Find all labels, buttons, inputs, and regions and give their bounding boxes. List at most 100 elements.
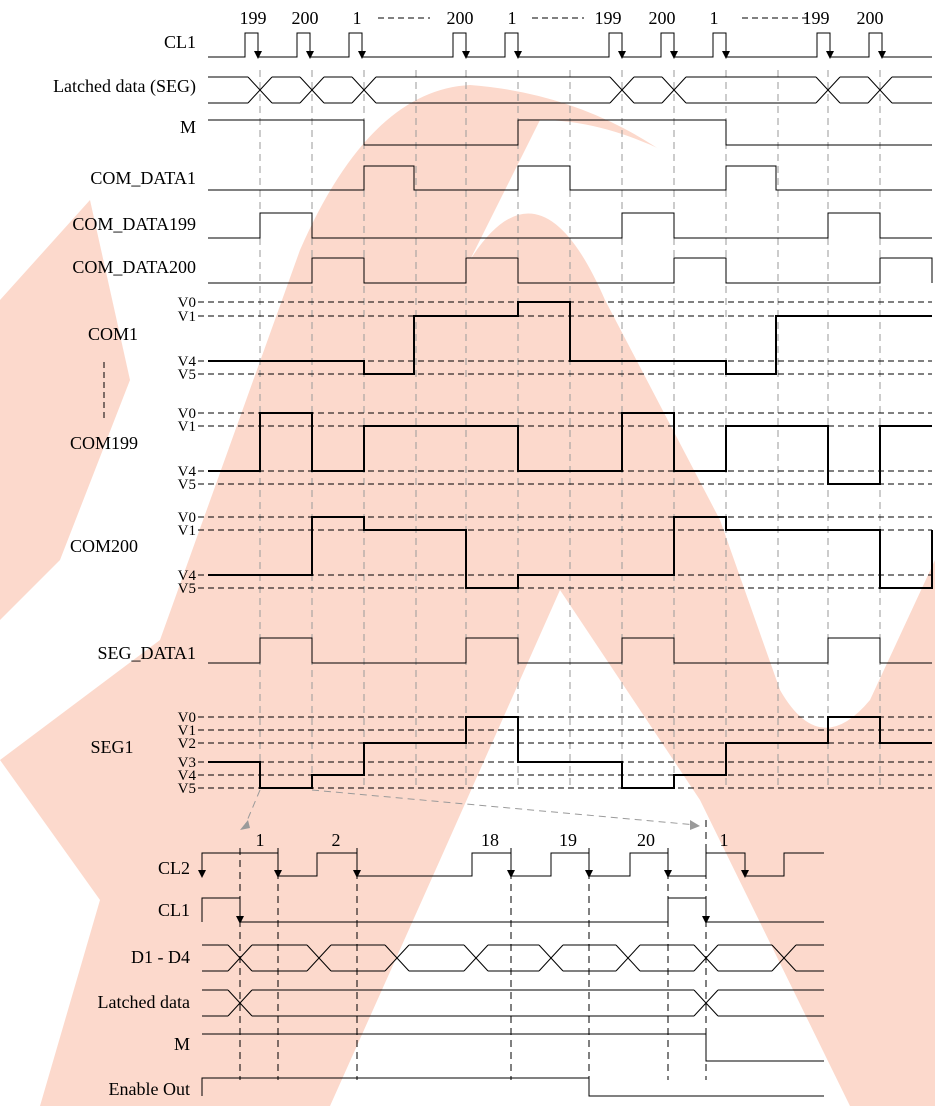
com200-waveform (208, 516, 933, 589)
row-label: CL1 (164, 32, 196, 52)
cl2-edge-arrow (664, 870, 672, 878)
cl2-count-label: 19 (559, 830, 577, 850)
cl1-count-label: 199 (240, 8, 267, 28)
com1-level-label: V1 (178, 309, 196, 325)
row-label: COM200 (70, 536, 138, 556)
cl1-latch-arrow (254, 51, 262, 59)
cl2-edge-arrow (585, 870, 593, 878)
latched-seg-bus-cross (815, 76, 841, 104)
cl2-waveform (201, 852, 824, 877)
m-bottom-waveform (202, 1033, 824, 1062)
cl1-latch-arrow (618, 51, 626, 59)
row-label: SEG_DATA1 (97, 643, 196, 663)
cl1-count-label: 1 (710, 8, 719, 28)
com200-level-label: V4 (178, 568, 197, 584)
cl1-count-label: 200 (857, 8, 884, 28)
seg1-waveform (208, 716, 932, 789)
seg-data1-waveform (208, 637, 932, 664)
seg1-level-label: V3 (178, 755, 196, 771)
cl2-edge-arrow (198, 870, 206, 878)
row-label: M (180, 117, 196, 137)
latched-seg-bus-cross (661, 76, 687, 104)
cl1-waveform (208, 32, 932, 58)
com1-level-label: V4 (178, 354, 197, 370)
cl1-latch-arrow (670, 51, 678, 59)
zoom-arrow-left (240, 820, 250, 830)
d1-d4-bus-cross (615, 944, 641, 972)
com199-waveform (208, 412, 932, 485)
latched-seg-bus-cross (867, 76, 893, 104)
row-label: M (174, 1034, 190, 1054)
row-label: COM199 (70, 433, 138, 453)
com199-level-label: V5 (178, 477, 196, 493)
cl1-latch-arrow (878, 51, 886, 59)
com1-waveform (208, 301, 932, 375)
d1-d4-bus-cross (384, 944, 410, 972)
enable-out-waveform (201, 1077, 824, 1097)
seg1-level-label: V2 (178, 736, 196, 752)
com-data1-waveform (208, 165, 932, 191)
cl1-latch-arrow (722, 51, 730, 59)
zoom-guide-right (311, 789, 697, 826)
cl1-bottom-arrow (702, 916, 710, 924)
com200-level-label: V5 (178, 581, 196, 597)
com-data199-waveform (208, 212, 932, 239)
cl1-latch-arrow (358, 51, 366, 59)
cl2-count-label: 1 (720, 830, 729, 850)
cl1-count-label: 1 (353, 8, 362, 28)
cl2-count-label: 1 (256, 830, 265, 850)
cl1-count-label: 199 (803, 8, 830, 28)
latched-data-bus-cross (227, 989, 253, 1017)
com199-level-label: V1 (178, 419, 196, 435)
com200-level-label: V1 (178, 523, 196, 539)
d1-d4-bus-cross (306, 944, 332, 972)
cl2-count-label: 20 (637, 830, 655, 850)
latched-seg-bus-cross (609, 76, 635, 104)
cl1-latch-arrow (462, 51, 470, 59)
cl1-latch-arrow (514, 51, 522, 59)
cl2-count-label: 2 (332, 830, 341, 850)
row-label: COM1 (88, 324, 138, 344)
com1-level-label: V5 (178, 367, 196, 383)
cl1-count-label: 200 (649, 8, 676, 28)
row-label: COM_DATA199 (72, 214, 196, 234)
com199-level-label: V4 (178, 464, 197, 480)
com199-level-label: V0 (178, 406, 196, 422)
latched-seg-bus-cross (351, 76, 377, 104)
row-label: CL1 (158, 900, 190, 920)
d1-d4-bus-cross (227, 944, 253, 972)
latched-data-bus-cross (693, 989, 719, 1017)
cl1-bottom-arrow (236, 916, 244, 924)
cl2-edge-arrow (741, 870, 749, 878)
seg1-level-label: V1 (178, 723, 196, 739)
m-waveform (208, 119, 932, 146)
latched-seg-bus-cross (247, 76, 273, 104)
com200-level-label: V0 (178, 510, 196, 526)
row-label: SEG1 (90, 737, 133, 757)
cl1-count-label: 200 (447, 8, 474, 28)
latched-seg-bus-cross (299, 76, 325, 104)
row-label: COM_DATA1 (90, 168, 196, 188)
zoom-arrow-right (690, 820, 700, 830)
seg1-level-label: V0 (178, 710, 196, 726)
cl1-bottom-waveform (201, 897, 824, 923)
row-label: D1 - D4 (131, 947, 190, 967)
d1-d4-bus-cross (463, 944, 489, 972)
cl1-latch-arrow (826, 51, 834, 59)
d1-d4-bus-cross (538, 944, 564, 972)
cl2-edge-arrow (274, 870, 282, 878)
seg1-level-label: V5 (178, 781, 196, 797)
cl1-latch-arrow (306, 51, 314, 59)
row-label: CL2 (158, 858, 190, 878)
com1-level-label: V0 (178, 295, 196, 311)
row-label: COM_DATA200 (72, 257, 196, 277)
com-data200-waveform (208, 257, 933, 284)
cl1-count-label: 199 (595, 8, 622, 28)
d1-d4-bus-cross (693, 944, 719, 972)
cl2-count-label: 18 (481, 830, 499, 850)
row-label: Latched data (98, 992, 190, 1012)
zoom-guide-left (243, 789, 261, 829)
